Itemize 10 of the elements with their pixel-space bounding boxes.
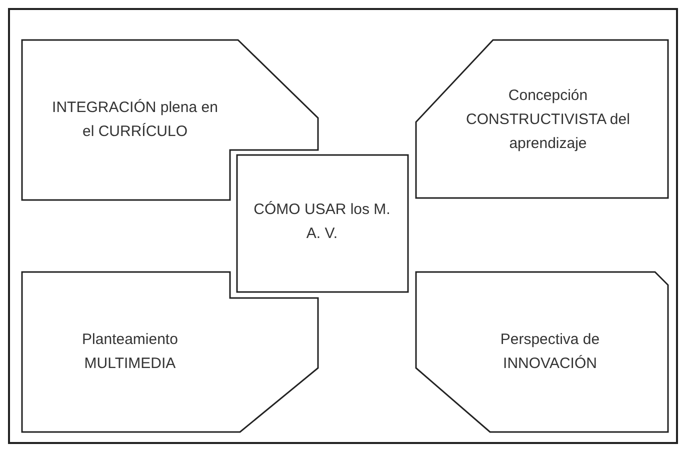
chamfered-panel [22, 40, 318, 200]
chamfered-panel [416, 40, 668, 198]
panel-text: INTEGRACIÓN plena en el CURRÍCULO [51, 98, 219, 142]
panel-text: Concepción CONSTRUCTIVISTA del aprendizaje [465, 86, 631, 154]
panel-text: Perspectiva de INNOVACIÓN [499, 330, 601, 374]
panel-text: CÓMO USAR los M. A. V. [252, 200, 392, 244]
chamfered-panel [22, 272, 318, 432]
chamfered-panel [416, 272, 668, 432]
panel-text: Planteamiento MULTIMEDIA [81, 330, 179, 374]
center-box [237, 155, 408, 292]
